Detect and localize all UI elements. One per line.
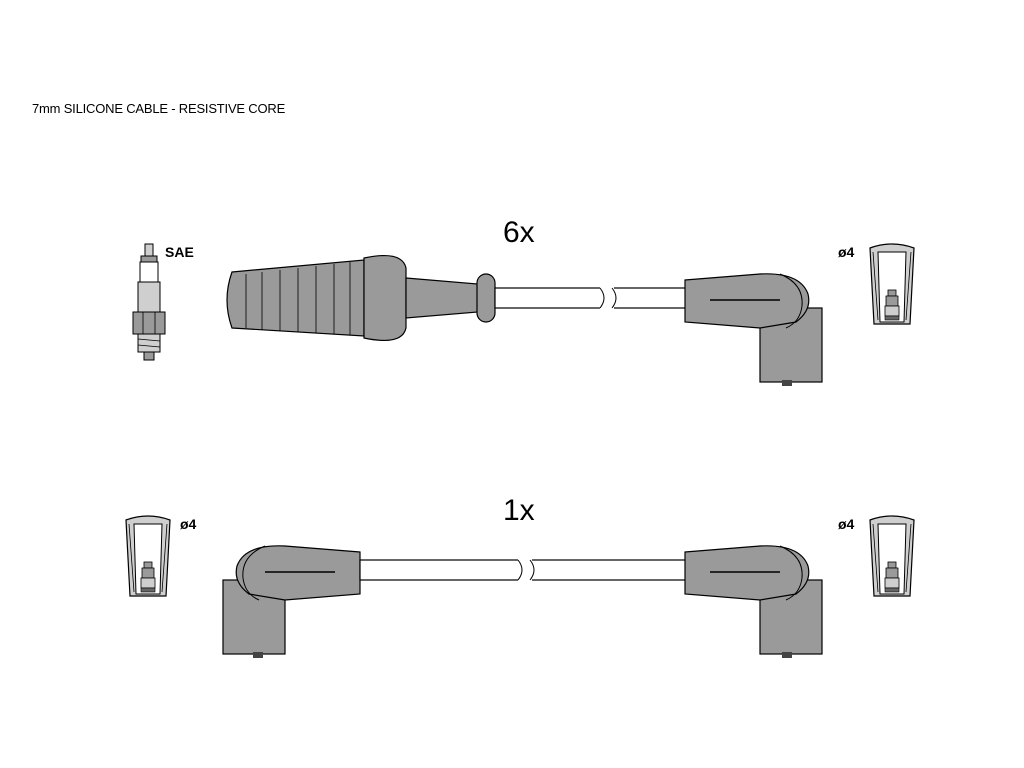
bottom-lead-quantity: 1x	[503, 494, 535, 527]
top-lead-straight-boot	[226, 255, 496, 341]
terminal-bottom-left-icon	[125, 515, 171, 597]
terminal-bottom-left-diameter-label: ø4	[180, 516, 197, 532]
bottom-lead-left-angled-boot	[222, 545, 361, 659]
top-lead-cable	[494, 286, 688, 310]
bottom-lead-cable	[359, 558, 687, 582]
spark-plug-icon	[132, 243, 166, 361]
terminal-top-right-diameter-label: ø4	[838, 244, 855, 260]
terminal-top-right-icon	[869, 243, 915, 325]
terminal-bottom-right-diameter-label: ø4	[838, 516, 855, 532]
spark-plug-type-label: SAE	[165, 244, 194, 260]
diagram-caption: 7mm SILICONE CABLE - RESISTIVE CORE	[32, 101, 286, 116]
top-lead-angled-boot	[684, 273, 823, 387]
top-lead-quantity: 6x	[503, 216, 535, 249]
bottom-lead-right-angled-boot	[684, 545, 823, 659]
terminal-bottom-right-icon	[869, 515, 915, 597]
